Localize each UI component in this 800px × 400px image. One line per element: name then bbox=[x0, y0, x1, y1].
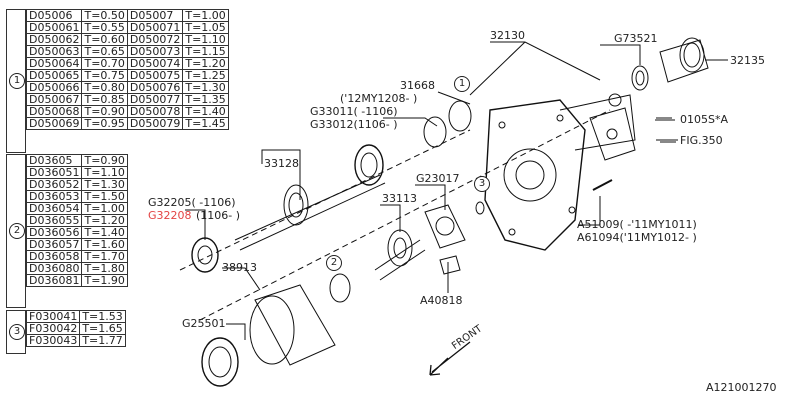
shaft-33128 bbox=[234, 174, 386, 251]
callout-a51009: A51009( -'11MY1011) bbox=[577, 218, 697, 231]
seal-g73521 bbox=[631, 65, 649, 91]
leader-32130 bbox=[469, 41, 601, 96]
leader-g73521 bbox=[600, 44, 641, 65]
group-3-marker: 3 bbox=[9, 324, 25, 340]
callout-g32205: G32205( -1106) bbox=[148, 196, 236, 209]
plug-part bbox=[608, 93, 622, 107]
marker-1-drawing: 1 bbox=[454, 76, 470, 92]
group-2-frame bbox=[6, 154, 26, 308]
callout-0105s: 0105S*A bbox=[680, 113, 729, 126]
part-number-cell: D050079 bbox=[126, 117, 184, 130]
callout-32130: 32130 bbox=[490, 29, 525, 42]
center-axis-upper bbox=[199, 109, 611, 321]
callout-g23017: G23017 bbox=[416, 172, 460, 185]
ring-g33011 bbox=[423, 116, 447, 148]
marker-3-drawing: 3 bbox=[474, 176, 490, 192]
leader-g33011 bbox=[383, 117, 438, 127]
callout-33113: 33113 bbox=[382, 192, 417, 205]
leader-38913 bbox=[222, 267, 261, 291]
leader-a51009 bbox=[578, 196, 601, 226]
bolt-a51009 bbox=[592, 179, 613, 191]
seal-g25501 bbox=[201, 337, 239, 387]
callout-g73521: G73521 bbox=[614, 32, 658, 45]
thickness-cell: T=0.90 bbox=[81, 105, 128, 118]
leader-g32205 bbox=[185, 209, 206, 240]
callout-a61094: A61094('11MY1012- ) bbox=[577, 231, 697, 244]
callout-g33012: G33012(1106- ) bbox=[310, 118, 398, 131]
callout-32135: 32135 bbox=[730, 54, 765, 67]
housing-outline bbox=[484, 99, 586, 251]
callout-31668: 31668 bbox=[400, 79, 435, 92]
gear-33128 bbox=[283, 184, 309, 226]
retainer-g23017 bbox=[424, 204, 466, 249]
group-2-marker: 2 bbox=[9, 223, 25, 239]
callout-g25501: G25501 bbox=[182, 317, 226, 330]
group-1-marker: 1 bbox=[9, 73, 25, 89]
cover-plate bbox=[589, 107, 636, 161]
group-1-frame bbox=[6, 9, 26, 153]
callout-31668-note: ('12MY1208- ) bbox=[340, 92, 418, 105]
bolt-0105s bbox=[656, 117, 676, 143]
bearing-g32205 bbox=[191, 237, 219, 273]
thickness-cell: T=1.77 bbox=[79, 334, 126, 347]
leader-33128 bbox=[261, 149, 301, 200]
callout-g32208-highlighted: G32208 bbox=[148, 209, 192, 222]
extension-38913 bbox=[254, 284, 336, 366]
leader-g23017 bbox=[415, 184, 446, 210]
housing-extension bbox=[559, 94, 636, 151]
ring-31668 bbox=[448, 100, 472, 132]
bearing-upper bbox=[354, 144, 384, 186]
callout-g33011: G33011( -1106) bbox=[310, 105, 398, 118]
callout-fig350: FIG.350 bbox=[680, 134, 723, 147]
marker-2-drawing: 2 bbox=[326, 255, 342, 271]
nut-a40818 bbox=[439, 255, 461, 275]
front-arrow bbox=[429, 341, 471, 376]
callout-38913: 38913 bbox=[222, 261, 257, 274]
leader-g25501 bbox=[226, 323, 246, 340]
thickness-cell: T=0.95 bbox=[81, 117, 128, 130]
gear-33113 bbox=[387, 229, 413, 267]
leader-33113 bbox=[380, 204, 401, 232]
sleeve-32135 bbox=[659, 39, 709, 83]
housing-bore bbox=[503, 148, 557, 202]
group-3-frame bbox=[6, 310, 26, 354]
thickness-cell: T=1.45 bbox=[182, 117, 229, 130]
shim-washer-2 bbox=[329, 273, 351, 303]
part-number-cell: D050069 bbox=[25, 117, 83, 130]
housing-bore-inner bbox=[515, 160, 545, 190]
shaft-33113 bbox=[374, 239, 426, 281]
thickness-cell: T=1.90 bbox=[81, 274, 128, 287]
diagram-id: A121001270 bbox=[706, 381, 777, 394]
callout-33128: 33128 bbox=[264, 157, 299, 170]
snap-ring-3 bbox=[475, 201, 485, 215]
callout-g32208-note: (1106- ) bbox=[196, 209, 241, 222]
callout-a40818: A40818 bbox=[420, 294, 463, 307]
